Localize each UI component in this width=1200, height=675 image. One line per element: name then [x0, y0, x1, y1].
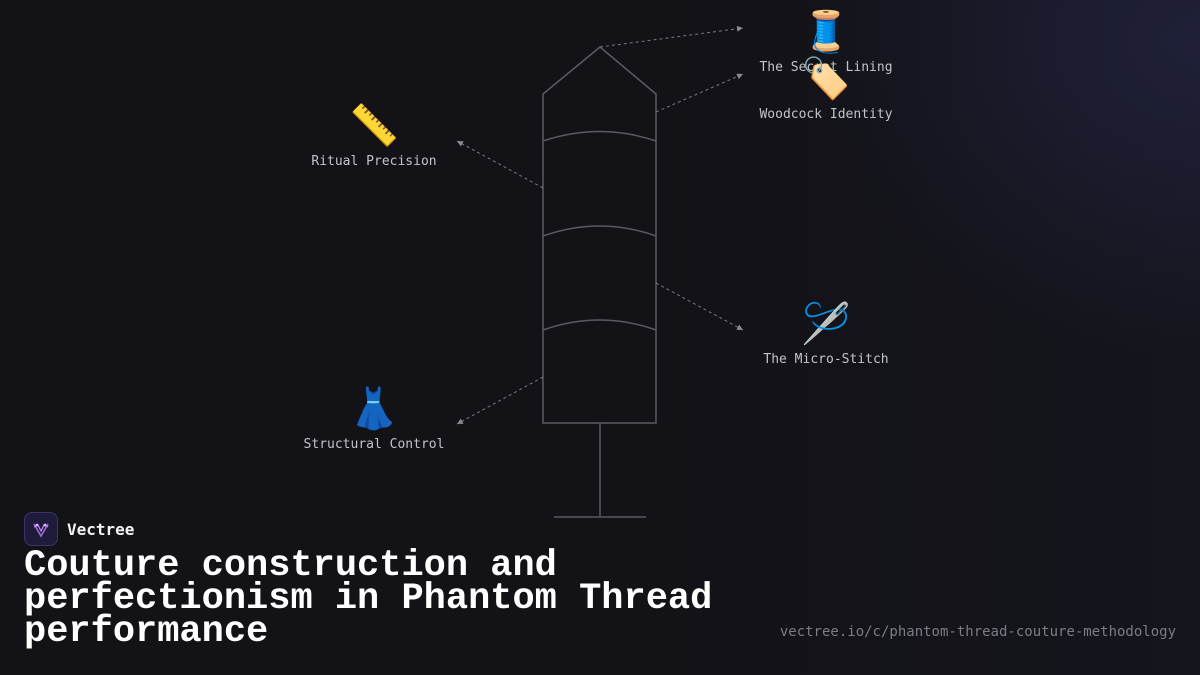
- connector-woodcock-identity: [655, 73, 744, 113]
- label-tag-icon: 🏷️: [801, 56, 851, 102]
- node-secret-lining: 🧵 The Secret Lining: [726, 8, 926, 75]
- brand-name: Vectree: [67, 519, 135, 539]
- dress-form-outline: [542, 46, 657, 518]
- dress-form-seam-1: [542, 130, 657, 142]
- connector-structural-control: [456, 376, 544, 425]
- node-woodcock-identity: 🏷️ Woodcock Identity: [726, 55, 926, 122]
- connector-secret-lining: [599, 25, 744, 48]
- ruler-icon: 📏: [349, 103, 399, 149]
- node-label: Woodcock Identity: [759, 107, 893, 122]
- page-url[interactable]: vectree.io/c/phantom-thread-couture-meth…: [779, 624, 1176, 640]
- sewing-needle-icon: 🪡: [801, 301, 851, 347]
- node-label: Ritual Precision: [311, 154, 437, 169]
- dress-form-body: [542, 46, 657, 424]
- dress-form-seam-3: [542, 319, 657, 331]
- brand[interactable]: Vectree: [24, 512, 134, 546]
- dress-form-seam-2: [542, 225, 657, 237]
- vectree-logo-icon: [24, 512, 58, 546]
- node-label: The Secret Lining: [759, 60, 893, 75]
- node-micro-stitch: 🪡 The Micro-Stitch: [726, 300, 926, 367]
- connector-ritual-precision: [456, 140, 544, 189]
- thread-spool-icon: 🧵: [801, 9, 851, 55]
- node-label: Structural Control: [303, 437, 445, 452]
- node-ritual-precision: 📏 Ritual Precision: [274, 102, 474, 169]
- dress-icon: 👗: [349, 386, 399, 432]
- connector-micro-stitch: [655, 282, 744, 331]
- node-structural-control: 👗 Structural Control: [274, 385, 474, 452]
- connectors: [456, 25, 744, 425]
- page-title: Couture construction and perfectionism i…: [24, 545, 713, 653]
- node-label: The Micro-Stitch: [763, 352, 889, 367]
